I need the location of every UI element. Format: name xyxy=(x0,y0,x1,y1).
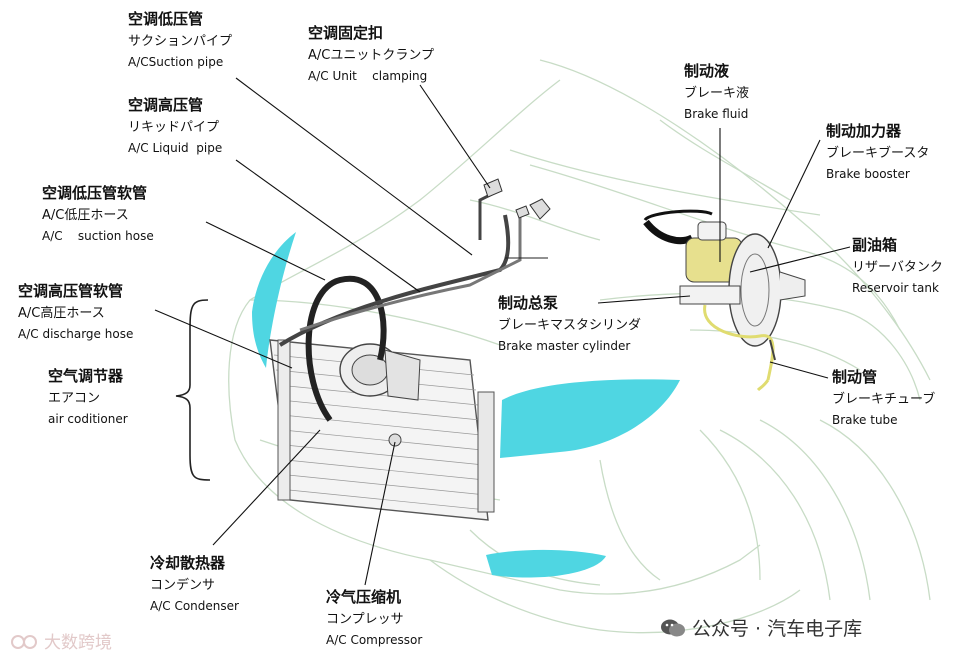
ac-clamp-jp: A/Cユニットクランプ xyxy=(308,48,434,63)
ac-low-hose-en: A/C suction hose xyxy=(42,229,154,243)
brake-booster-en: Brake booster xyxy=(826,167,910,181)
watermark-left-text: 大数跨境 xyxy=(44,633,112,653)
label-condenser: 冷却散热器 コンデンサ A/C Condenser xyxy=(150,554,239,613)
ac-hoses xyxy=(278,188,548,422)
reservoir-en: Reservoir tank xyxy=(852,281,939,295)
ac-high-hose-en: A/C discharge hose xyxy=(18,327,134,341)
reservoir-zh: 副油箱 xyxy=(852,236,898,254)
brake-system xyxy=(643,209,806,392)
label-ac-low-hose: 空调低压管软管 A/C低圧ホース A/C suction hose xyxy=(42,184,154,243)
compressor-en: A/C Compressor xyxy=(326,633,423,647)
watermark-right: 公众号 · 汽车电子库 xyxy=(660,614,862,641)
brake-booster-jp: ブレーキブースタ xyxy=(826,146,930,161)
reservoir-jp: リザーバタンク xyxy=(852,260,943,275)
brake-tube-zh: 制动管 xyxy=(832,368,878,386)
car-body-outline xyxy=(228,59,931,634)
condenser-zh: 冷却散热器 xyxy=(150,554,226,572)
label-brake-booster: 制动加力器 ブレーキブースタ Brake booster xyxy=(826,122,930,181)
master-cylinder-jp: ブレーキマスタシリンダ xyxy=(498,318,642,333)
ac-low-pipe-zh: 空调低压管 xyxy=(128,10,204,28)
air-conditioner-zh: 空气调节器 xyxy=(48,367,124,385)
leader-lines xyxy=(154,77,851,586)
label-reservoir: 副油箱 リザーバタンク Reservoir tank xyxy=(852,236,943,295)
label-air-conditioner: 空气调节器 エアコン air coditioner xyxy=(48,367,128,426)
fog-light xyxy=(486,549,606,578)
label-ac-clamp: 空调固定扣 A/Cユニットクランプ A/C Unit clamping xyxy=(308,24,434,83)
ac-low-pipe-jp: サクションパイプ xyxy=(128,34,233,49)
ac-low-hose-zh: 空调低压管软管 xyxy=(42,184,148,202)
watermark-left: 大数跨境 xyxy=(10,628,112,653)
ac-high-hose-zh: 空调高压管软管 xyxy=(18,282,124,300)
label-ac-high-pipe: 空调高压管 リキッドパイプ A/C Liquid pipe xyxy=(128,96,223,155)
brake-fluid-jp: ブレーキ液 xyxy=(684,86,750,101)
label-ac-low-pipe: 空调低压管 サクションパイプ A/CSuction pipe xyxy=(128,10,233,69)
right-headlight xyxy=(500,379,680,458)
brake-fluid-zh: 制动液 xyxy=(684,62,730,80)
brake-booster-zh: 制动加力器 xyxy=(826,122,902,140)
air-conditioner-bracket xyxy=(175,299,211,481)
brake-tube-en: Brake tube xyxy=(832,413,898,427)
ac-low-hose-jp: A/C低圧ホース xyxy=(42,208,129,223)
ac-low-pipe-en: A/CSuction pipe xyxy=(128,55,224,69)
label-master-cylinder: 制动总泵 ブレーキマスタシリンダ Brake master cylinder xyxy=(498,294,642,353)
left-headlight xyxy=(252,232,296,368)
compressor-jp: コンプレッサ xyxy=(326,612,404,627)
ac-high-pipe-en: A/C Liquid pipe xyxy=(128,141,223,155)
ac-clamp-zh: 空调固定扣 xyxy=(308,24,384,42)
label-brake-tube: 制动管 ブレーキチューブ Brake tube xyxy=(832,368,936,427)
watermark-right-text: 公众号 · 汽车电子库 xyxy=(692,618,863,640)
label-ac-high-hose: 空调高压管软管 A/C高圧ホース A/C discharge hose xyxy=(18,282,134,341)
ac-high-pipe-zh: 空调高压管 xyxy=(128,96,204,114)
ac-clamp-en: A/C Unit clamping xyxy=(308,69,428,83)
condenser xyxy=(269,339,495,521)
label-compressor: 冷气压缩机 コンプレッサ A/C Compressor xyxy=(326,588,423,647)
condenser-en: A/C Condenser xyxy=(150,599,239,613)
compressor-zh: 冷气压缩机 xyxy=(326,588,402,606)
brake-fluid-en: Brake fluid xyxy=(684,107,749,121)
brake-tube-jp: ブレーキチューブ xyxy=(832,392,936,407)
master-cylinder-en: Brake master cylinder xyxy=(498,339,631,353)
wechat-icon xyxy=(660,618,686,638)
air-conditioner-jp: エアコン xyxy=(48,391,101,406)
air-conditioner-en: air coditioner xyxy=(48,412,128,426)
ac-clamps xyxy=(483,178,551,220)
condenser-jp: コンデンサ xyxy=(150,578,216,593)
master-cylinder-zh: 制动总泵 xyxy=(498,294,559,312)
label-brake-fluid: 制动液 ブレーキ液 Brake fluid xyxy=(684,62,750,121)
ac-high-hose-jp: A/C高圧ホース xyxy=(18,306,105,321)
brand-icon xyxy=(10,633,40,651)
compressor xyxy=(339,343,421,447)
ac-high-pipe-jp: リキッドパイプ xyxy=(128,120,220,135)
